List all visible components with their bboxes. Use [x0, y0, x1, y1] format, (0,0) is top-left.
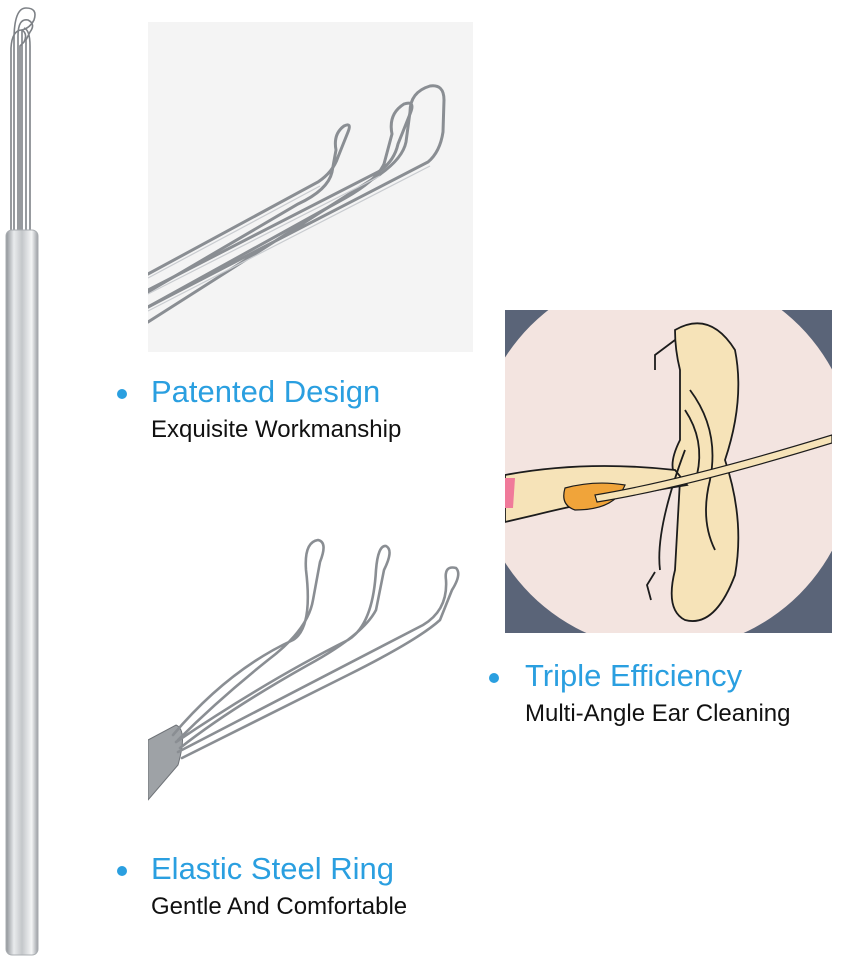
feature-title-patented-design: Patented Design [151, 374, 381, 409]
earwax-icon [563, 482, 626, 511]
loop-closeup-fan-image [148, 530, 468, 810]
cleaner-tool-icon [594, 434, 832, 503]
bullet-dot-icon [117, 866, 127, 876]
feature-subtitle-exquisite-workmanship: Exquisite Workmanship [151, 416, 402, 443]
feature-subtitle-gentle-and-comfortable: Gentle And Comfortable [151, 893, 408, 920]
bullet-dot-icon [117, 389, 127, 399]
bullet-dot-icon [489, 673, 499, 683]
pink-tip-icon [505, 478, 515, 508]
feature-title-elastic-steel-ring: Elastic Steel Ring [151, 851, 394, 886]
feature-subtitle-multi-angle-ear-cleaning: Multi-Angle Ear Cleaning [525, 700, 791, 727]
loop-closeup-top-image [148, 22, 473, 352]
full-tool-image [0, 0, 50, 963]
ear-diagram-image [505, 310, 832, 633]
tool-neck-icon [148, 724, 183, 801]
feature-title-triple-efficiency: Triple Efficiency [525, 658, 743, 693]
wire-loops-icon [10, 7, 36, 230]
handle-shaft [5, 229, 39, 956]
